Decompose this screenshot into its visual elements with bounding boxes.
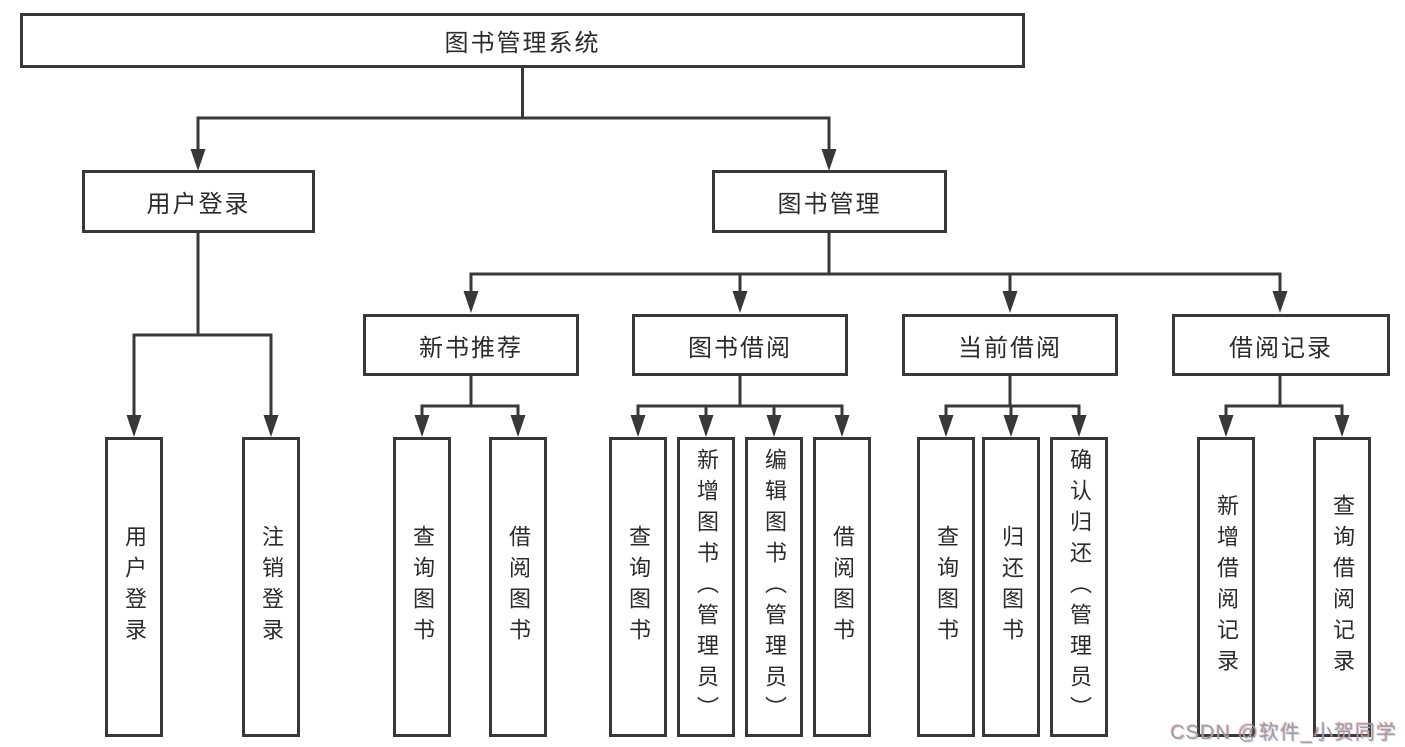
node-label: 图书管理 <box>777 191 882 218</box>
node-label: 图书管理系统 <box>444 30 601 57</box>
node-label: 借阅图书 <box>830 525 855 649</box>
node-label: 新书推荐 <box>419 334 523 362</box>
leaf-borrow-books: 借阅图书 <box>813 437 871 737</box>
node-label: 借阅图书 <box>506 525 531 649</box>
leaf-query-books-current: 查询图书 <box>917 437 975 737</box>
node-label: 查询图书 <box>626 525 651 649</box>
node-label: 查询图书 <box>934 525 959 649</box>
node-label: 注销登录 <box>259 525 284 649</box>
node-borrowing-records: 借阅记录 <box>1172 314 1390 376</box>
node-book-borrowing: 图书借阅 <box>632 314 848 376</box>
node-book-management: 图书管理 <box>712 170 947 233</box>
leaf-user-login: 用户登录 <box>105 437 163 737</box>
leaf-borrow-books-recommend: 借阅图书 <box>489 437 547 737</box>
node-label: 查询借阅记录 <box>1330 494 1355 680</box>
leaf-query-borrow-record: 查询借阅记录 <box>1313 437 1371 737</box>
node-label: 借阅记录 <box>1229 334 1333 362</box>
node-label: 用户登录 <box>146 191 251 218</box>
node-label: 新增借阅记录 <box>1214 494 1239 680</box>
leaf-query-books-borrowing: 查询图书 <box>609 437 667 737</box>
node-user-login: 用户登录 <box>82 170 315 233</box>
node-label: 确认归还（管理员） <box>1067 447 1092 727</box>
node-label: 归还图书 <box>999 525 1024 649</box>
node-current-borrowing: 当前借阅 <box>902 314 1118 376</box>
leaf-confirm-return-admin: 确认归还（管理员） <box>1050 437 1108 737</box>
leaf-add-books-admin: 新增图书（管理员） <box>677 437 735 737</box>
leaf-query-books-recommend: 查询图书 <box>393 437 451 737</box>
csdn-watermark: CSDN @软件_小贺同学 <box>1170 722 1397 744</box>
leaf-logout: 注销登录 <box>242 437 300 737</box>
leaf-edit-books-admin: 编辑图书（管理员） <box>745 437 803 737</box>
node-label: 编辑图书（管理员） <box>762 447 787 727</box>
node-label: 新增图书（管理员） <box>694 447 719 727</box>
node-new-book-recommend: 新书推荐 <box>363 314 579 376</box>
node-root: 图书管理系统 <box>20 13 1025 68</box>
node-label: 用户登录 <box>122 525 147 649</box>
node-label: 查询图书 <box>410 525 435 649</box>
node-label: 当前借阅 <box>958 334 1062 362</box>
leaf-add-borrow-record: 新增借阅记录 <box>1197 437 1255 737</box>
node-label: 图书借阅 <box>688 334 792 362</box>
leaf-return-books: 归还图书 <box>982 437 1040 737</box>
